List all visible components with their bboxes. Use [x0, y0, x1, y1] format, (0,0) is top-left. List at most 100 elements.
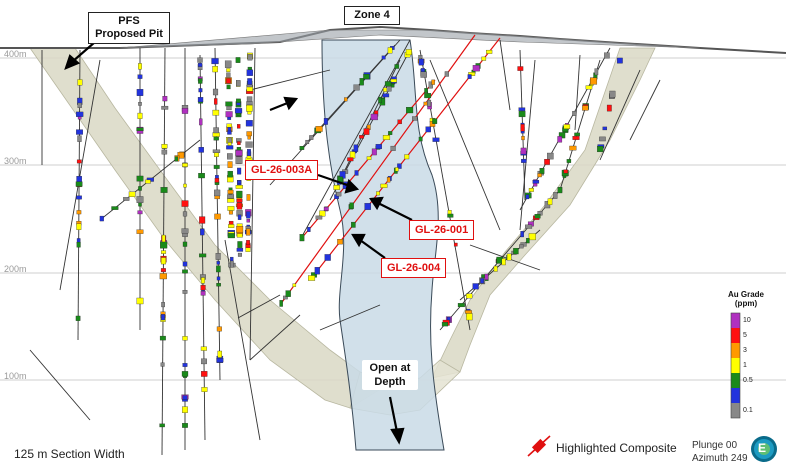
highlighted-hole-trace — [279, 34, 476, 306]
assay-interval-marker — [159, 335, 166, 341]
assay-interval-marker — [528, 187, 534, 192]
assay-interval-marker — [136, 127, 144, 132]
assay-interval-marker — [513, 247, 519, 255]
assay-interval-marker — [159, 273, 167, 280]
assay-interval-marker — [520, 124, 525, 132]
assay-interval-marker — [236, 247, 244, 252]
assay-interval-marker — [547, 198, 553, 205]
assay-interval-marker — [201, 277, 205, 284]
arrow-head-001 — [369, 196, 384, 211]
assay-interval-marker — [136, 297, 144, 305]
assay-interval-marker — [216, 283, 221, 287]
pit-shell-right — [431, 47, 656, 379]
assay-interval-marker — [506, 253, 512, 261]
assay-interval-marker — [285, 290, 291, 297]
arrow-003a — [317, 173, 351, 188]
assay-interval-marker — [99, 215, 104, 222]
hole-003a-callout: GL-26-003A — [245, 160, 319, 180]
assay-interval-marker — [235, 156, 243, 164]
grade-legend-bar — [730, 312, 741, 419]
assay-interval-marker — [161, 144, 168, 149]
assay-interval-marker — [444, 71, 449, 77]
assay-interval-marker — [216, 358, 224, 363]
assay-interval-marker — [424, 93, 432, 99]
assay-interval-marker — [344, 97, 348, 102]
assay-interval-marker — [359, 78, 364, 86]
assay-interval-marker — [423, 101, 428, 106]
assay-interval-marker — [237, 167, 242, 175]
assay-interval-marker — [376, 191, 380, 196]
assay-interval-marker — [212, 109, 220, 116]
assay-interval-marker — [480, 278, 484, 284]
assay-interval-marker — [363, 73, 370, 80]
assay-interval-marker — [160, 187, 168, 193]
assay-interval-marker — [582, 105, 589, 111]
assay-interval-marker — [182, 211, 188, 217]
assay-interval-marker — [200, 346, 207, 351]
assay-interval-marker — [412, 116, 418, 121]
assay-interval-marker — [486, 49, 493, 54]
assay-interval-marker — [572, 110, 577, 116]
assay-interval-marker — [465, 310, 472, 314]
assay-interval-marker — [517, 66, 524, 71]
hole-004-callout: GL-26-004 — [381, 258, 447, 278]
assay-interval-marker — [617, 57, 623, 64]
legend-swatch — [731, 343, 740, 358]
logo-letter: E — [758, 441, 767, 455]
drill-trace — [599, 69, 641, 161]
assay-interval-marker — [336, 191, 342, 197]
assay-interval-marker — [200, 291, 206, 296]
assay-interval-marker — [597, 145, 604, 153]
assay-interval-marker — [324, 254, 331, 261]
assay-interval-marker — [162, 96, 168, 102]
assay-interval-marker — [123, 197, 130, 201]
assay-interval-marker — [236, 190, 243, 198]
assay-interval-marker — [160, 257, 167, 265]
assay-interval-marker — [197, 63, 203, 67]
drill-trace — [29, 349, 91, 421]
assay-interval-marker — [366, 156, 372, 160]
assay-interval-marker — [228, 224, 235, 228]
drill-traces — [29, 39, 661, 456]
assay-interval-marker — [353, 84, 360, 91]
assay-interval-marker — [319, 210, 326, 217]
assay-interval-marker — [138, 102, 142, 106]
drill-trace — [429, 59, 501, 231]
assay-interval-marker — [237, 180, 242, 184]
assay-interval-marker — [138, 186, 142, 191]
assay-interval-marker — [519, 244, 524, 249]
assay-interval-marker — [246, 104, 253, 112]
assay-interval-marker — [236, 198, 243, 203]
assay-interval-marker — [197, 97, 204, 103]
assay-interval-marker — [501, 258, 506, 266]
drill-trace — [224, 239, 261, 441]
assay-interval-marker — [76, 195, 82, 200]
assay-interval-marker — [394, 64, 400, 69]
assay-interval-marker — [213, 98, 218, 105]
assay-interval-marker — [521, 136, 525, 141]
plunge-label: Plunge 00 — [692, 440, 738, 451]
assay-interval-marker — [245, 244, 251, 249]
assay-interval-marker — [428, 81, 433, 89]
assay-interval-marker — [128, 191, 136, 197]
assay-interval-marker — [397, 163, 402, 169]
assay-interval-marker — [574, 132, 580, 137]
assay-interval-marker — [214, 195, 220, 200]
assay-interval-marker — [382, 93, 390, 98]
legend-swatch — [731, 313, 740, 328]
drill-trace — [499, 39, 511, 111]
assay-interval-marker — [182, 363, 188, 367]
arrow-001 — [377, 202, 413, 221]
assay-interval-marker — [521, 158, 527, 163]
assay-interval-marker — [547, 152, 554, 160]
assay-interval-marker — [235, 57, 241, 63]
drill-trace — [249, 69, 331, 91]
open-at-depth-callout: Open at Depth — [362, 360, 418, 390]
assay-interval-marker — [383, 87, 388, 92]
elevation-label-100: 100m — [4, 371, 27, 381]
assay-interval-marker — [386, 177, 391, 183]
assay-interval-marker — [216, 326, 222, 332]
assay-interval-marker — [447, 210, 452, 215]
assay-interval-marker — [246, 240, 250, 246]
assay-interval-marker — [418, 58, 424, 66]
